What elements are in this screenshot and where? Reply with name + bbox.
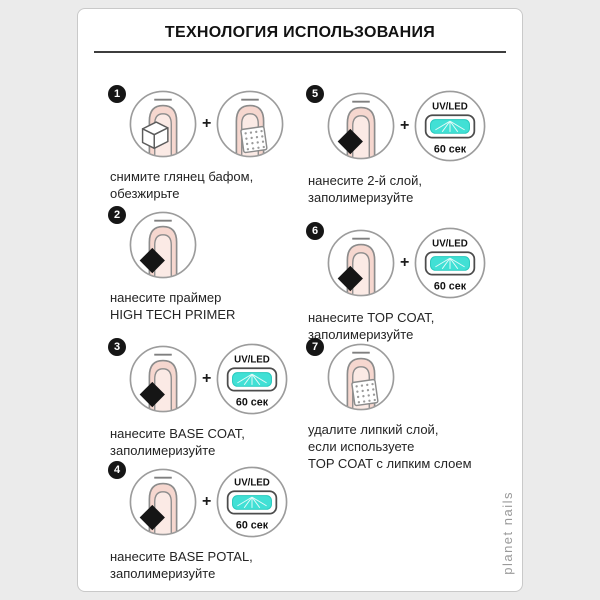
step-2-number-badge: 2 [108, 206, 126, 224]
lamp-label: UV/LED [433, 101, 469, 112]
caption-line: если используете [308, 439, 415, 454]
caption-line: нанесите праймер [110, 290, 222, 305]
caption-line: нанесите 2-й слой, [308, 173, 422, 188]
step-5-number-badge: 5 [306, 85, 324, 103]
step-1-number-badge: 1 [108, 85, 126, 103]
step-1: 1 + снимите глянец бафом, обезжирьте [108, 85, 308, 202]
lamp-duration: 60 сек [236, 519, 269, 531]
uv-lamp-icon: UV/LED 60 сек [414, 227, 486, 299]
caption-line: удалите липкий слой, [308, 422, 439, 437]
nail-wipe-icon [326, 342, 396, 412]
lamp-label: UV/LED [235, 354, 271, 365]
plus-icon: + [202, 115, 212, 132]
step-6-number-badge: 6 [306, 222, 324, 240]
plus-icon: + [202, 370, 212, 387]
lamp-duration: 60 сек [236, 396, 269, 408]
step-4: 4 + UV/LED 60 сек нанесите BASE POTAL, з [108, 461, 308, 582]
uv-lamp-icon: UV/LED 60 сек [216, 343, 288, 415]
step-4-caption: нанесите BASE POTAL, заполимеризуйте [110, 548, 308, 582]
caption-line: заполимеризуйте [110, 443, 216, 458]
step-5-illustrations: + UV/LED 60 сек [326, 89, 506, 163]
step-2-illustrations [128, 210, 308, 280]
nail-brush-icon [128, 467, 198, 537]
step-7-caption: удалите липкий слой, если используете TO… [308, 421, 506, 472]
nail-brush-icon [128, 210, 198, 280]
caption-line: обезжирьте [110, 186, 180, 201]
caption-line: нанесите BASE POTAL, [110, 549, 253, 564]
lamp-label: UV/LED [235, 477, 271, 488]
lamp-duration: 60 сек [434, 143, 467, 155]
step-6-illustrations: + UV/LED 60 сек [326, 226, 506, 300]
step-2-caption: нанесите праймер HIGH TECH PRIMER [110, 289, 308, 323]
step-1-caption: снимите глянец бафом, обезжирьте [110, 168, 308, 202]
brand-vertical-text: planet nails [500, 491, 515, 575]
nail-brush-icon [326, 228, 396, 298]
caption-line: заполимеризуйте [308, 327, 414, 342]
caption-line: TOP COAT с липким слоем [308, 456, 472, 471]
step-1-illustrations: + [128, 89, 308, 159]
step-3: 3 + UV/LED 60 сек нанесите BASE COAT, за [108, 338, 308, 459]
step-4-illustrations: + UV/LED 60 сек [128, 465, 308, 539]
caption-line: нанесите BASE COAT, [110, 426, 245, 441]
caption-line: нанесите TOP COAT, [308, 310, 435, 325]
header-divider [94, 51, 506, 53]
step-3-caption: нанесите BASE COAT, заполимеризуйте [110, 425, 308, 459]
caption-line: HIGH TECH PRIMER [110, 307, 236, 322]
step-3-number-badge: 3 [108, 338, 126, 356]
step-6-caption: нанесите TOP COAT, заполимеризуйте [308, 309, 506, 343]
caption-line: снимите глянец бафом, [110, 169, 254, 184]
nail-brush-icon [128, 344, 198, 414]
step-6: 6 + UV/LED 60 сек нанесите TOP COAT, зап [306, 222, 506, 343]
step-5-caption: нанесите 2-й слой, заполимеризуйте [308, 172, 506, 206]
plus-icon: + [400, 117, 410, 134]
nail-buffer-icon [128, 89, 198, 159]
step-7-number-badge: 7 [306, 338, 324, 356]
step-5: 5 + UV/LED 60 сек нанесите 2-й слой, зап [306, 85, 506, 206]
step-7-illustrations [326, 342, 506, 412]
step-3-illustrations: + UV/LED 60 сек [128, 342, 308, 416]
step-4-number-badge: 4 [108, 461, 126, 479]
lamp-label: UV/LED [433, 238, 469, 249]
step-7: 7 удалите липкий слой, если используете … [306, 338, 506, 472]
nail-brush-icon [326, 91, 396, 161]
caption-line: заполимеризуйте [308, 190, 414, 205]
uv-lamp-icon: UV/LED 60 сек [216, 466, 288, 538]
uv-lamp-icon: UV/LED 60 сек [414, 90, 486, 162]
step-2: 2 нанесите праймер HIGH TECH PRIMER [108, 206, 308, 323]
plus-icon: + [202, 493, 212, 510]
page-title: ТЕХНОЛОГИЯ ИСПОЛЬЗОВАНИЯ [164, 24, 436, 41]
instruction-card: ТЕХНОЛОГИЯ ИСПОЛЬЗОВАНИЯ 1 + снимите гля… [77, 8, 523, 592]
lamp-duration: 60 сек [434, 280, 467, 292]
caption-line: заполимеризуйте [110, 566, 216, 581]
nail-wipe-icon [215, 89, 285, 159]
plus-icon: + [400, 254, 410, 271]
